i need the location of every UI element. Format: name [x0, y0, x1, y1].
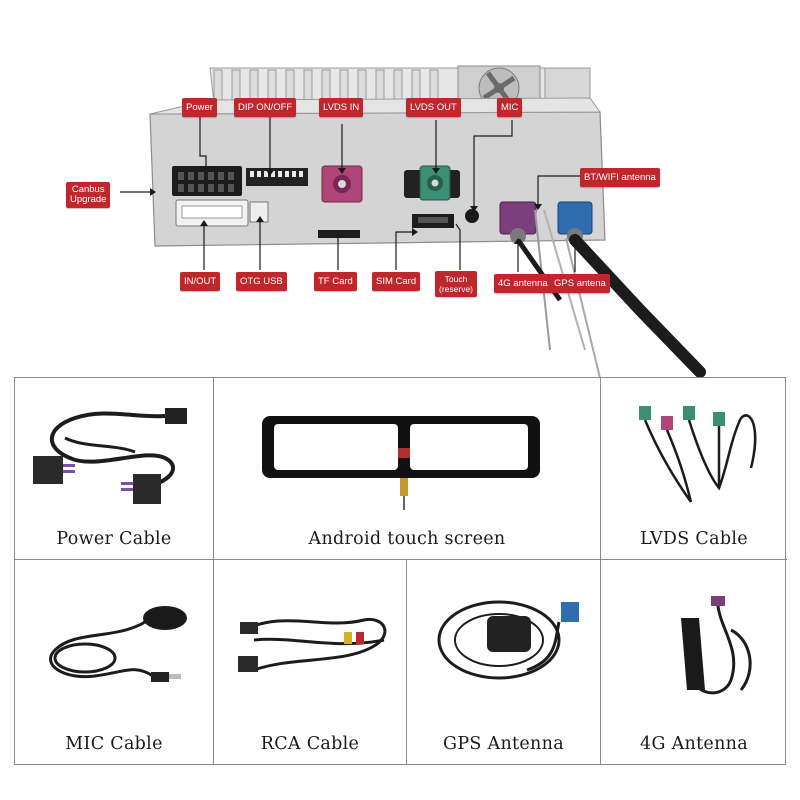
- accessory-touch-screen: Android touch screen: [214, 378, 601, 560]
- caption-touch-screen: Android touch screen: [308, 529, 506, 549]
- rca-cable-icon: [238, 617, 387, 672]
- interface-diagram: Power DIP ON/OFF LVDS IN LVDS OUT MIC Ca…: [0, 0, 800, 380]
- label-gps-antenna: GPS antena: [550, 274, 610, 293]
- label-touch-line2: (reserve): [439, 284, 474, 294]
- label-mic: MIC: [497, 98, 523, 117]
- accessory-mic-cable: MIC Cable: [15, 560, 214, 764]
- accessory-gps-antenna: GPS Antenna: [407, 560, 601, 764]
- accessories-grid: Power Cable Android touch screen LVDS Ca…: [14, 377, 787, 765]
- label-tf-card: TF Card: [314, 272, 357, 291]
- label-touch: Touch (reserve): [435, 271, 478, 297]
- caption-rca-cable: RCA Cable: [260, 734, 360, 754]
- label-dip: DIP ON/OFF: [234, 98, 297, 117]
- label-bt-wifi: BT/WIFI antenna: [580, 168, 660, 187]
- accessory-4g-antenna: 4G Antenna: [601, 560, 787, 764]
- mic-cable-icon: [49, 606, 187, 682]
- label-touch-line1: Touch: [444, 274, 468, 284]
- label-canbus-line1: Canbus: [71, 184, 105, 195]
- label-in-out: IN/OUT: [180, 272, 221, 291]
- caption-mic-cable: MIC Cable: [65, 734, 163, 754]
- accessory-power-cable: Power Cable: [15, 378, 214, 560]
- android-box-illustration: [120, 65, 706, 379]
- label-4g-antenna: 4G antenna: [494, 274, 552, 293]
- gps-antenna-icon: [437, 600, 579, 680]
- label-otg-usb: OTG USB: [236, 272, 287, 291]
- power-cable-icon: [33, 408, 187, 504]
- accessory-rca-cable: RCA Cable: [214, 560, 407, 764]
- caption-lvds-cable: LVDS Cable: [640, 529, 748, 549]
- label-canbus-line2: Upgrade: [70, 194, 107, 205]
- caption-gps-antenna: GPS Antenna: [443, 734, 564, 754]
- label-canbus: Canbus Upgrade: [66, 182, 111, 208]
- label-lvds-in: LVDS IN: [319, 98, 364, 117]
- accessory-lvds-cable: LVDS Cable: [601, 378, 787, 560]
- caption-4g-antenna: 4G Antenna: [640, 734, 748, 754]
- leader-lines: [120, 116, 580, 272]
- label-sim-card: SIM Card: [372, 272, 421, 291]
- touch-screen-icon: [262, 416, 540, 510]
- caption-power-cable: Power Cable: [56, 529, 172, 549]
- label-power: Power: [182, 98, 217, 117]
- label-lvds-out: LVDS OUT: [406, 98, 461, 117]
- lvds-cable-icon: [639, 406, 757, 503]
- 4g-antenna-icon: [681, 596, 752, 695]
